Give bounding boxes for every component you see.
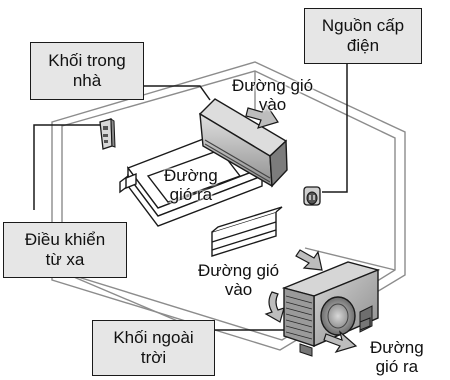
indoor-inlet-airflow-arrow: [245, 102, 279, 129]
indoor-unit-label-line-2: nhà: [72, 71, 102, 90]
indoor-outlet-airflow-label-line-1: Đường: [164, 166, 218, 185]
power-supply-label-line-2: điện: [346, 36, 380, 55]
power-outlet-icon: [303, 186, 321, 206]
power-supply-label-line-1: Nguồn cấp: [321, 16, 405, 35]
outdoor-unit-label-line-2: trời: [140, 348, 167, 367]
indoor-outlet-airflow-label: Đường gió ra: [164, 166, 218, 204]
outdoor-outlet-airflow-arrow: [323, 330, 358, 354]
indoor-unit-label-line-1: Khối trong: [48, 51, 126, 70]
outdoor-unit-label-line-1: Khối ngoài: [113, 328, 194, 347]
remote-control-label-line-1: Điều khiển: [24, 230, 106, 249]
outdoor-inlet-airflow-label-line-2: vào: [224, 280, 253, 299]
power-supply-label: Nguồn cấp điện: [304, 8, 422, 64]
outdoor-outlet-airflow-label-line-2: gió ra: [375, 357, 419, 376]
indoor-unit-label: Khối trong nhà: [30, 42, 144, 100]
indoor-inlet-airflow-label-line-1: Đường gió: [232, 76, 314, 95]
outdoor-outlet-airflow-label: Đường gió ra: [370, 338, 424, 376]
indoor-outlet-airflow-label-line-2: gió ra: [169, 185, 213, 204]
indoor-inlet-airflow-label: Đường gió vào: [232, 76, 313, 114]
outdoor-inlet-airflow-arrows: [264, 249, 323, 323]
outdoor-outlet-airflow-label-line-1: Đường: [370, 338, 424, 357]
outdoor-inlet-airflow-label: Đường gió vào: [198, 261, 279, 299]
outdoor-unit: [281, 261, 381, 357]
remote-control-label: Điều khiển từ xa: [3, 222, 127, 278]
remote-control-icon: [99, 118, 116, 150]
outdoor-inlet-airflow-label-line-1: Đường gió: [198, 261, 280, 280]
indoor-unit: [198, 98, 288, 188]
indoor-inlet-airflow-label-line-2: vào: [258, 95, 287, 114]
remote-control-label-line-2: từ xa: [45, 250, 85, 269]
outdoor-unit-label: Khối ngoài trời: [92, 320, 215, 376]
